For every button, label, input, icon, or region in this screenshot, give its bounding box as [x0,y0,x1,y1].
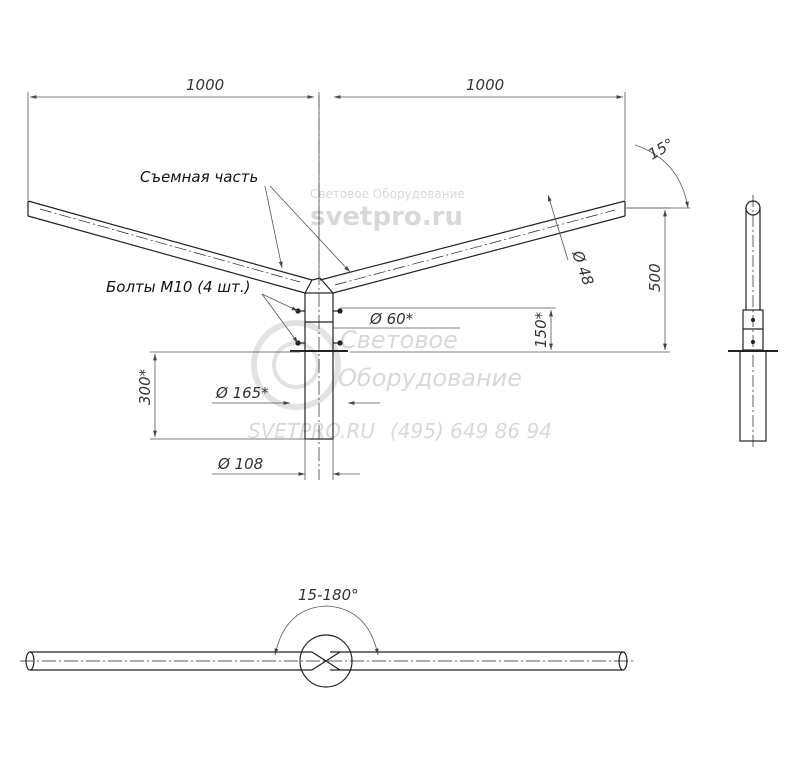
label-bolts: Болты М10 (4 шт.) [106,278,250,296]
dim-base-height: 300* [136,368,154,405]
dim-sleeve-height: 150* [532,311,550,348]
dim-arm-diameter: Ø 48 [568,247,597,288]
dimension-labels: 1000 1000 15° Ø 48 500 Ø 60* 150* Ø 165*… [106,76,677,473]
watermark-brand-small: Световое Оборудование [310,187,465,201]
side-view [728,195,778,450]
dim-flange-diameter: Ø 165* [215,384,269,402]
dimension-lines [27,92,690,480]
watermark-phone: (495) 649 86 94 [390,419,552,443]
label-removable-part: Съемная часть [140,168,258,186]
dim-angle: 15° [645,135,677,164]
dim-height: 500 [646,263,664,292]
dim-right-width: 1000 [466,76,504,94]
right-arm [319,200,626,294]
watermark-site: svetpro.ru [310,202,463,232]
left-arm [27,200,313,294]
dim-rotation: 15-180° [298,586,359,604]
watermark: Световое Оборудование svetpro.ru Светово… [248,187,552,443]
top-view [20,605,636,688]
dim-sleeve-diameter: Ø 60* [369,310,414,328]
watermark-word1: Световое [340,326,458,354]
watermark-word2: Оборудование [338,364,522,392]
dim-left-width: 1000 [186,76,224,94]
dim-pipe-diameter: Ø 108 [217,455,263,473]
front-view [27,95,626,480]
